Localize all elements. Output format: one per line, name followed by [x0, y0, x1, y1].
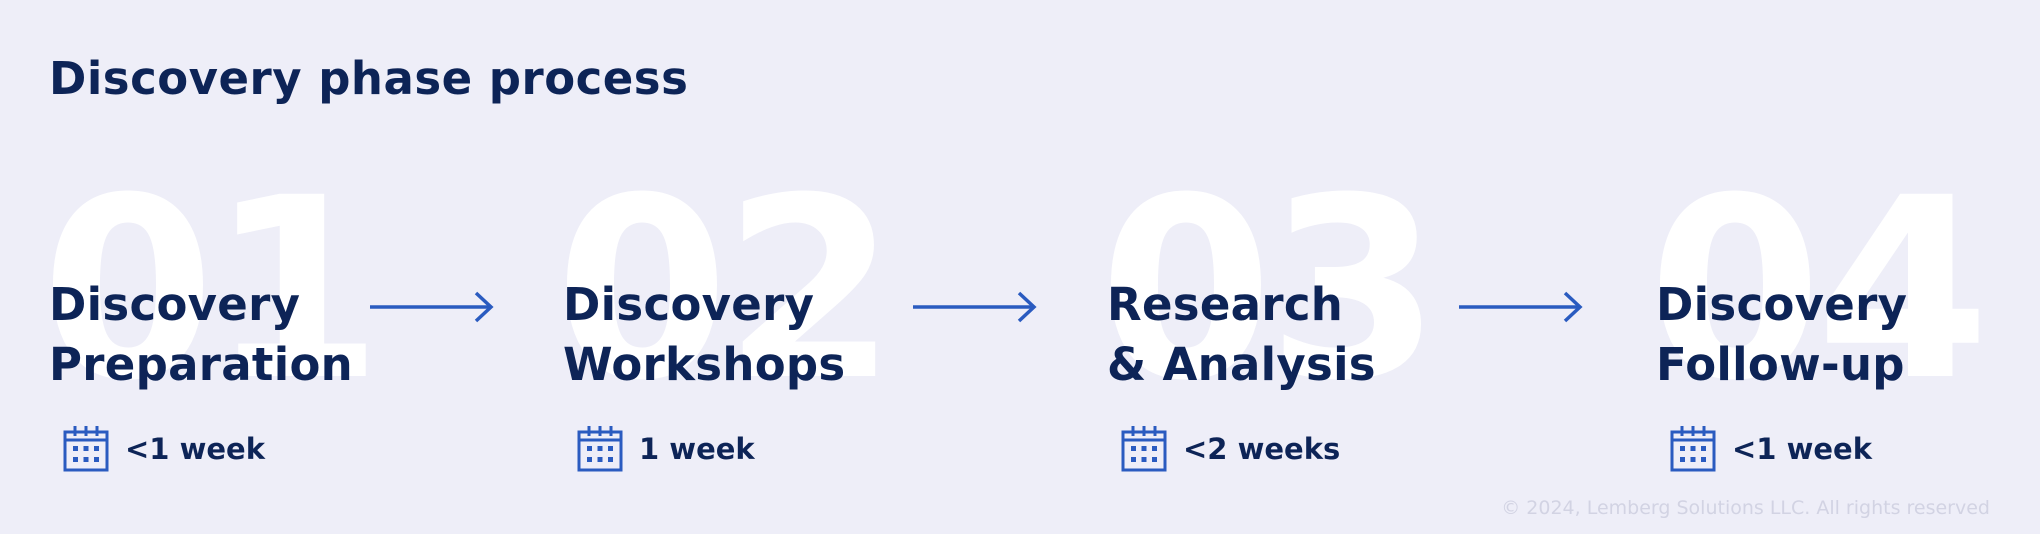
duration-label: <2 weeks: [1183, 432, 1341, 466]
duration-label: <1 week: [125, 432, 265, 466]
process-step-4: 04 Discovery Follow-up <1 week: [1648, 165, 2040, 475]
calendar-icon: [63, 426, 109, 472]
step-number: 02: [555, 144, 897, 435]
process-step-1: 01 Discovery Preparation <1 week: [41, 165, 469, 475]
calendar-icon: [1121, 426, 1167, 472]
step-duration: 1 week: [577, 425, 755, 473]
arrow-right-icon: [1459, 291, 1583, 323]
step-title: Discovery Workshops: [563, 278, 846, 391]
calendar-icon: [1670, 426, 1716, 472]
process-step-2: 02 Discovery Workshops 1 week: [555, 165, 983, 475]
arrow-right-icon: [370, 291, 494, 323]
duration-label: 1 week: [639, 432, 755, 466]
step-duration: <1 week: [1670, 425, 1872, 473]
duration-label: <1 week: [1732, 432, 1872, 466]
process-step-3: 03 Research & Analysis <2 weeks: [1099, 165, 1527, 475]
step-number: 04: [1648, 144, 1990, 435]
step-number: 03: [1099, 144, 1441, 435]
step-duration: <1 week: [63, 425, 265, 473]
step-title: Discovery Preparation: [49, 278, 354, 391]
step-number: 01: [41, 144, 383, 435]
calendar-icon: [577, 426, 623, 472]
step-title: Discovery Follow-up: [1656, 278, 1908, 391]
arrow-right-icon: [913, 291, 1037, 323]
step-duration: <2 weeks: [1121, 425, 1340, 473]
step-title: Research & Analysis: [1107, 278, 1376, 391]
page-title: Discovery phase process: [49, 52, 689, 105]
copyright-footer: © 2024, Lemberg Solutions LLC. All right…: [1501, 497, 1990, 519]
